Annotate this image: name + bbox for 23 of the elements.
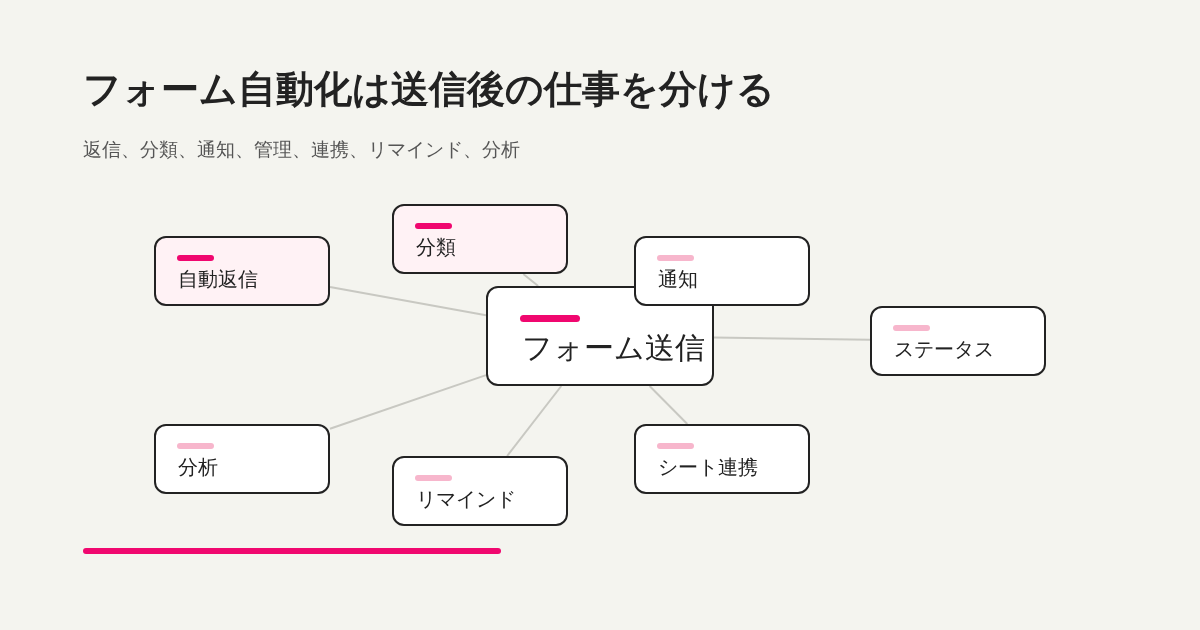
topic-card [154, 236, 330, 306]
node-label: リマインド [416, 486, 516, 513]
connector-line [648, 385, 689, 425]
connector-line [329, 286, 487, 317]
topic-card [870, 306, 1046, 376]
topic-card [634, 424, 810, 494]
node-label: ステータス [894, 336, 994, 363]
subtitle: 返信、分類、通知、管理、連携、リマインド、分析 [83, 137, 520, 162]
topic-card [154, 424, 330, 494]
node-label: 通知 [658, 266, 698, 293]
topic-card [392, 456, 568, 526]
title: フォーム自動化は送信後の仕事を分ける [83, 66, 775, 113]
connector-line [522, 273, 540, 287]
connector-line [506, 385, 563, 457]
node-label: フォーム送信 [522, 329, 705, 367]
node-label: 分析 [178, 454, 218, 481]
connector-line [329, 374, 487, 430]
node-label: シート連携 [658, 454, 758, 481]
topic-card [392, 204, 568, 274]
node-label: 自動返信 [178, 266, 258, 293]
connector-line [713, 336, 871, 341]
topic-card [634, 236, 810, 306]
node-label: 分類 [416, 234, 456, 261]
